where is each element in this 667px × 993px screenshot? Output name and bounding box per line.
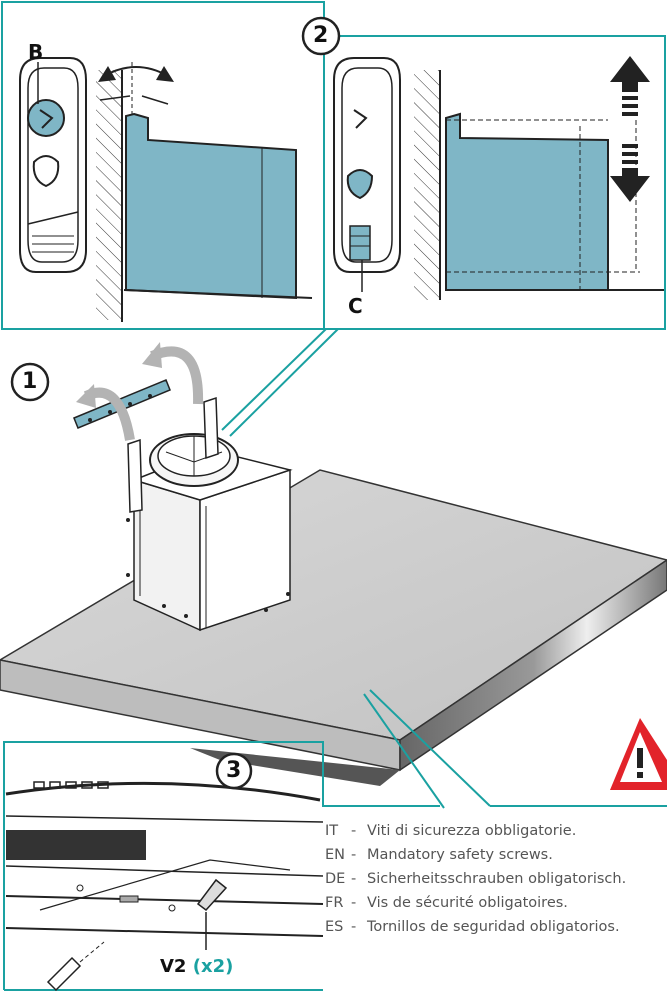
legend-text: Tornillos de seguridad obligatorios. [367, 919, 620, 935]
legend-text: Viti di sicurezza obbligatorie. [367, 823, 577, 839]
label-c: C [348, 294, 363, 318]
label-v2-name: V2 [160, 956, 187, 977]
screw-icon [196, 878, 228, 912]
detail-panel-left [1, 1, 325, 330]
legend-text: Mandatory safety screws. [367, 847, 553, 863]
safety-screws-legend: IT - Viti di sicurezza obbligatorie. EN … [325, 822, 665, 942]
callout-line-2b [229, 328, 339, 437]
callout-line-3a [363, 693, 445, 809]
step-1-label: 1 [22, 369, 38, 394]
arrow-up-icon [610, 56, 650, 92]
label-v2: V2 (x2) [160, 956, 233, 977]
callout-line-2a [221, 328, 327, 431]
legend-code: FR [325, 895, 344, 911]
callout-line-3b [369, 689, 491, 807]
step-3-label: 3 [226, 758, 242, 783]
legend-code: IT [325, 823, 339, 839]
step-badge-3 [215, 752, 253, 790]
detail-panel-bottom [3, 741, 440, 992]
legend-row-it: IT - Viti di sicurezza obbligatorie. [325, 822, 665, 840]
wall-plug-icon [46, 956, 82, 992]
step-badge-1 [10, 362, 50, 402]
label-b: B [28, 40, 44, 64]
legend-row-fr: FR - Vis de sécurité obligatoires. [325, 894, 665, 912]
legend-row-en: EN - Mandatory safety screws. [325, 846, 665, 864]
arrow-down-icon [610, 168, 650, 202]
warning-triangle-icon [610, 718, 667, 790]
detail-panel-right [323, 35, 666, 330]
hood-illustration [0, 342, 667, 786]
step-2-label: 2 [313, 23, 329, 48]
legend-code: DE [325, 871, 346, 887]
legend-code: ES [325, 919, 344, 935]
legend-text: Vis de sécurité obligatoires. [367, 895, 568, 911]
step-badge-2 [301, 16, 341, 56]
legend-row-es: ES - Tornillos de seguridad obligatorios… [325, 918, 665, 936]
legend-code: EN [325, 847, 346, 863]
label-v2-qty: (x2) [192, 956, 234, 977]
legend-text: Sicherheitsschrauben obligatorisch. [367, 871, 627, 887]
legend-row-de: DE - Sicherheitsschrauben obligatorisch. [325, 870, 665, 888]
